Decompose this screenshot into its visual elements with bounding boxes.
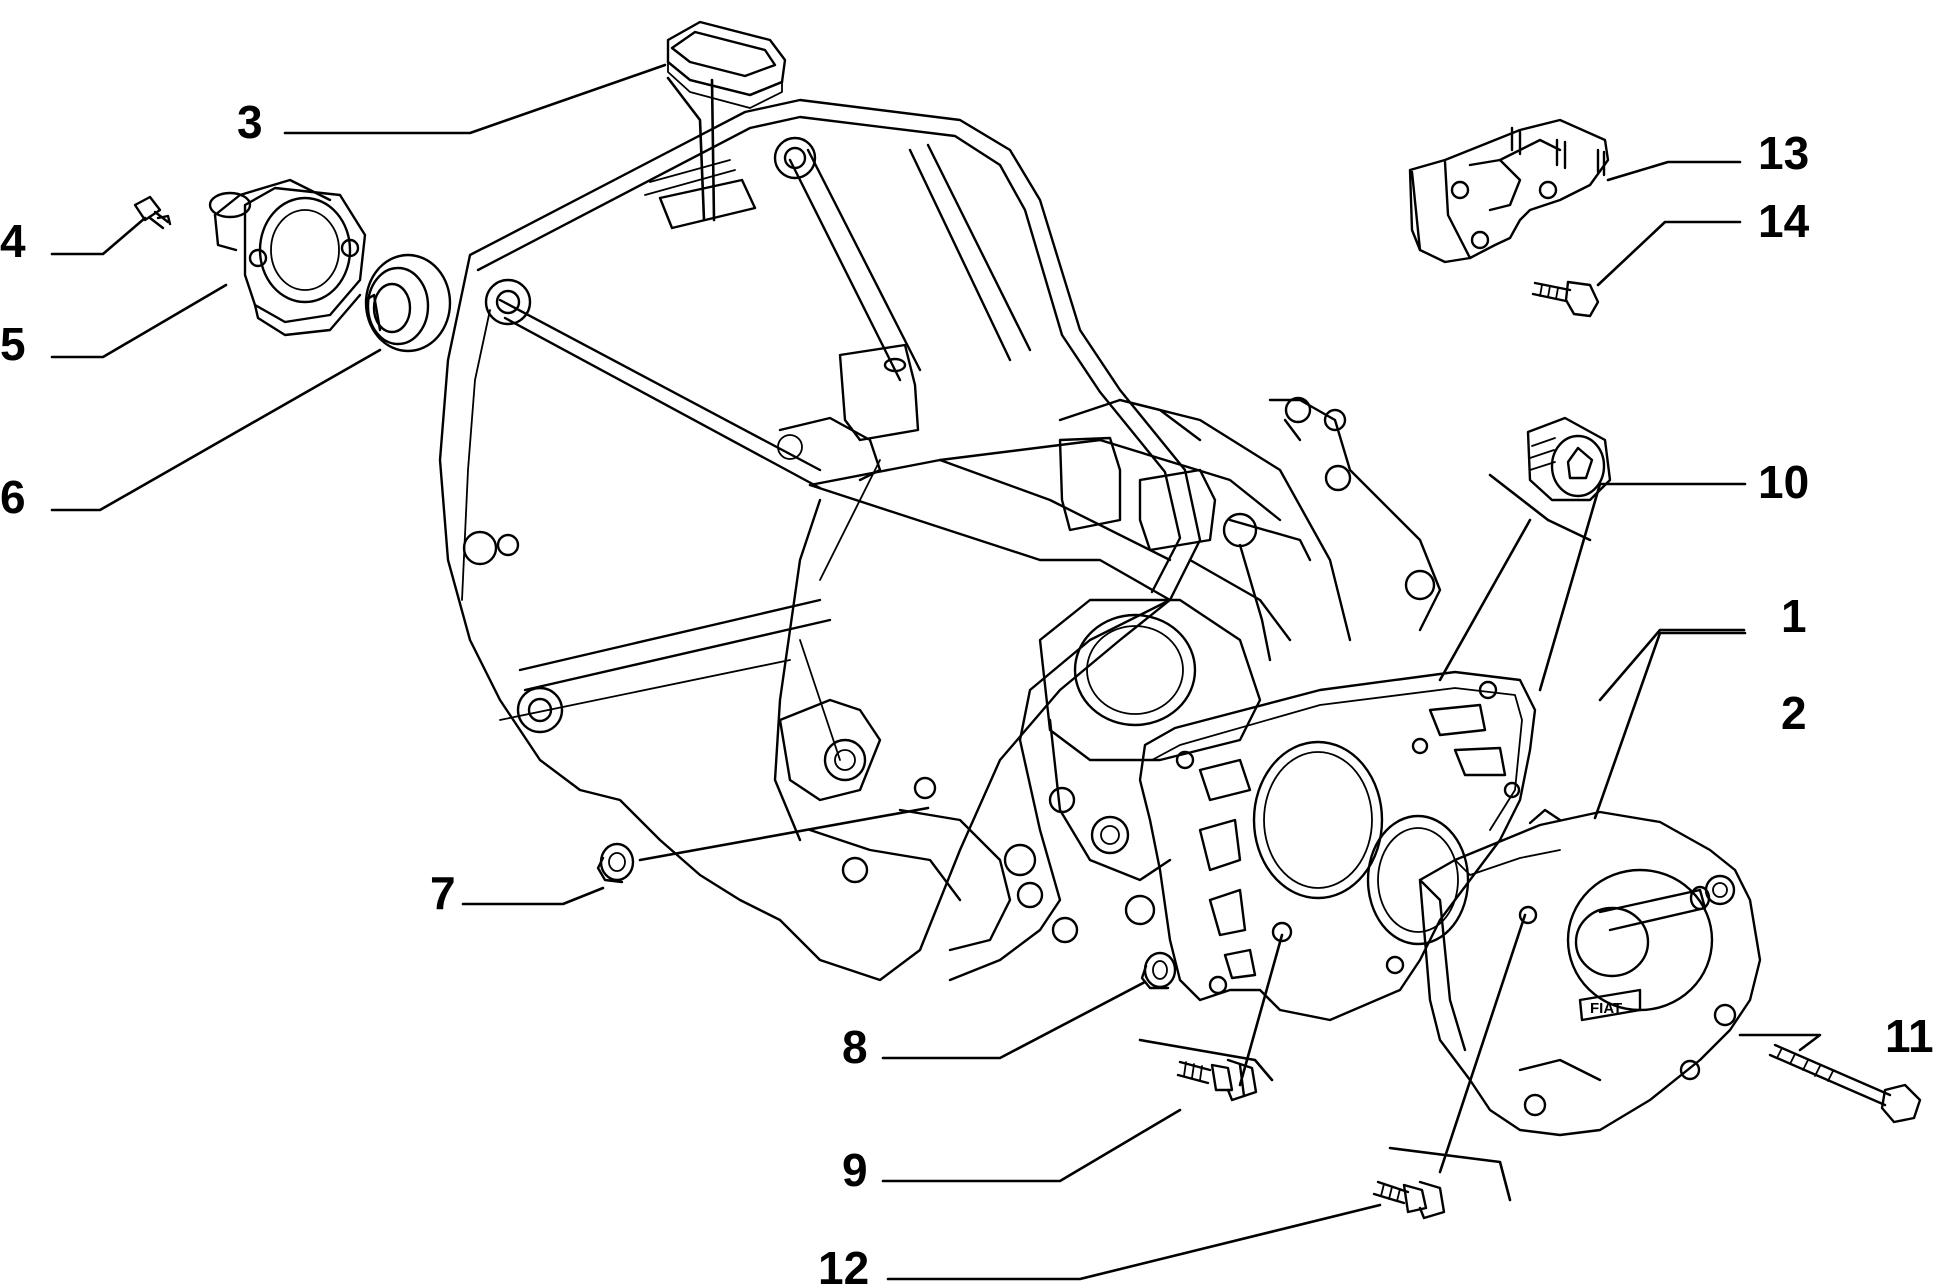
cover-brand-text: FIAT [1590, 1000, 1622, 1017]
long-bolt [1768, 1043, 1922, 1124]
oil-seal [364, 253, 452, 353]
leader-10-pointer [1438, 473, 1592, 682]
leader-1 [1598, 628, 1746, 702]
leader-14 [1596, 220, 1742, 287]
callout-5: 5 [0, 318, 26, 370]
plug-7 [596, 842, 635, 884]
leader-5 [50, 283, 228, 359]
leader-2 [1593, 631, 1747, 820]
breather-cap [666, 20, 787, 109]
bolt-12 [1372, 1180, 1446, 1220]
callout-9: 9 [842, 1144, 868, 1196]
mounting-bracket [1408, 118, 1610, 264]
callout-4: 4 [0, 215, 26, 267]
callout-8: 8 [842, 1021, 868, 1073]
small-screw [133, 195, 172, 230]
gasket-plate [1138, 670, 1537, 1022]
callout-labels: 1 2 3 4 5 6 7 8 9 10 11 12 13 14 [0, 96, 1934, 1284]
callout-6: 6 [0, 471, 26, 523]
bearing-carrier [208, 178, 367, 337]
leader-6 [50, 348, 382, 512]
leader-4 [50, 216, 147, 256]
callout-14: 14 [1758, 195, 1810, 247]
bolt-9 [1176, 1058, 1258, 1102]
leader-8 [881, 980, 1147, 1060]
bolt-14 [1531, 280, 1600, 318]
threaded-plug [1526, 416, 1612, 502]
callout-2: 2 [1781, 687, 1807, 739]
leader-3-pointer [666, 76, 716, 222]
gearbox-housing [438, 98, 1442, 982]
leader-12 [886, 1203, 1382, 1281]
leader-10 [1538, 482, 1747, 692]
leader-7-pointer [638, 806, 930, 862]
callout-7: 7 [430, 867, 456, 919]
leader-3 [283, 63, 667, 135]
leader-lines [50, 63, 1822, 1281]
leader-9-pointer [1138, 933, 1284, 1087]
callout-11: 11 [1885, 1010, 1934, 1062]
rear-cover: FIAT [1418, 808, 1762, 1137]
plug-8 [1140, 951, 1177, 990]
leader-11 [1738, 1033, 1822, 1052]
leader-9 [881, 1108, 1182, 1183]
callout-12: 12 [818, 1242, 869, 1284]
leader-13 [1606, 160, 1742, 182]
callout-10: 10 [1758, 456, 1809, 508]
callout-13: 13 [1758, 127, 1809, 179]
callout-1: 1 [1781, 590, 1807, 642]
leader-7 [461, 886, 605, 906]
callout-3: 3 [237, 96, 263, 148]
leader-12-pointer [1388, 913, 1527, 1202]
